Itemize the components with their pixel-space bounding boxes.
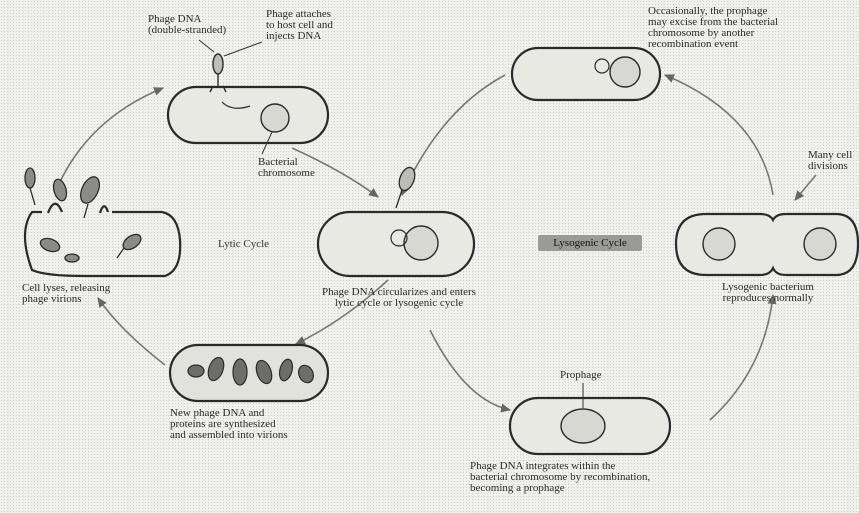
phage-dna-integrates-label: Phage DNA integrates within the bacteria… — [470, 461, 650, 494]
phage-incoming-icon — [396, 165, 418, 208]
arrow-integrate-to-reproduce — [710, 295, 773, 420]
cell-phage-attach — [168, 87, 328, 143]
released-phages-icon — [25, 168, 144, 262]
bacterial-chromosome-label: Bacterial chromosome — [258, 157, 315, 179]
lysogenic-cycle-box: Lysogenic Cycle — [538, 235, 642, 251]
prophage-label: Prophage — [560, 370, 602, 381]
occasionally-label: Occasionally, the prophage may excise fr… — [648, 6, 778, 50]
cell-lyses-label: Cell lyses, releasing phage virions — [22, 283, 110, 305]
phage-attached-icon — [210, 54, 226, 92]
pointer-phage-attaches — [224, 42, 262, 56]
arrow-lysis-to-attach — [55, 88, 163, 193]
many-cell-divisions-label: Many cell divisions — [808, 150, 852, 172]
arrow-many-divisions — [795, 175, 816, 200]
lysogenic-bacterium-label: Lysogenic bacterium reproduces normally — [680, 282, 856, 304]
lytic-cycle-label: Lytic Cycle — [218, 238, 269, 250]
cell-circularize — [318, 212, 474, 276]
cell-dividing — [676, 214, 858, 275]
pointer-phage-dna — [199, 40, 214, 52]
phage-attaches-label: Phage attaches to host cell and injects … — [266, 9, 333, 42]
phage-dna-label: Phage DNA (double-stranded) — [148, 14, 226, 36]
new-phage-dna-label: New phage DNA and proteins are synthesiz… — [170, 408, 288, 441]
cell-excise — [512, 48, 660, 100]
phage-dna-circularizes-label: Phage DNA circularizes and enters lytic … — [288, 287, 510, 309]
arrow-synthesis-to-lysis — [98, 298, 165, 365]
arrow-reproduce-to-excise — [665, 75, 773, 195]
cell-prophage — [510, 398, 670, 454]
arrow-excise-to-circularize — [402, 75, 505, 195]
lysogenic-cycle-label: Lysogenic Cycle — [538, 235, 642, 251]
arrow-circularize-to-integrate — [430, 330, 510, 410]
